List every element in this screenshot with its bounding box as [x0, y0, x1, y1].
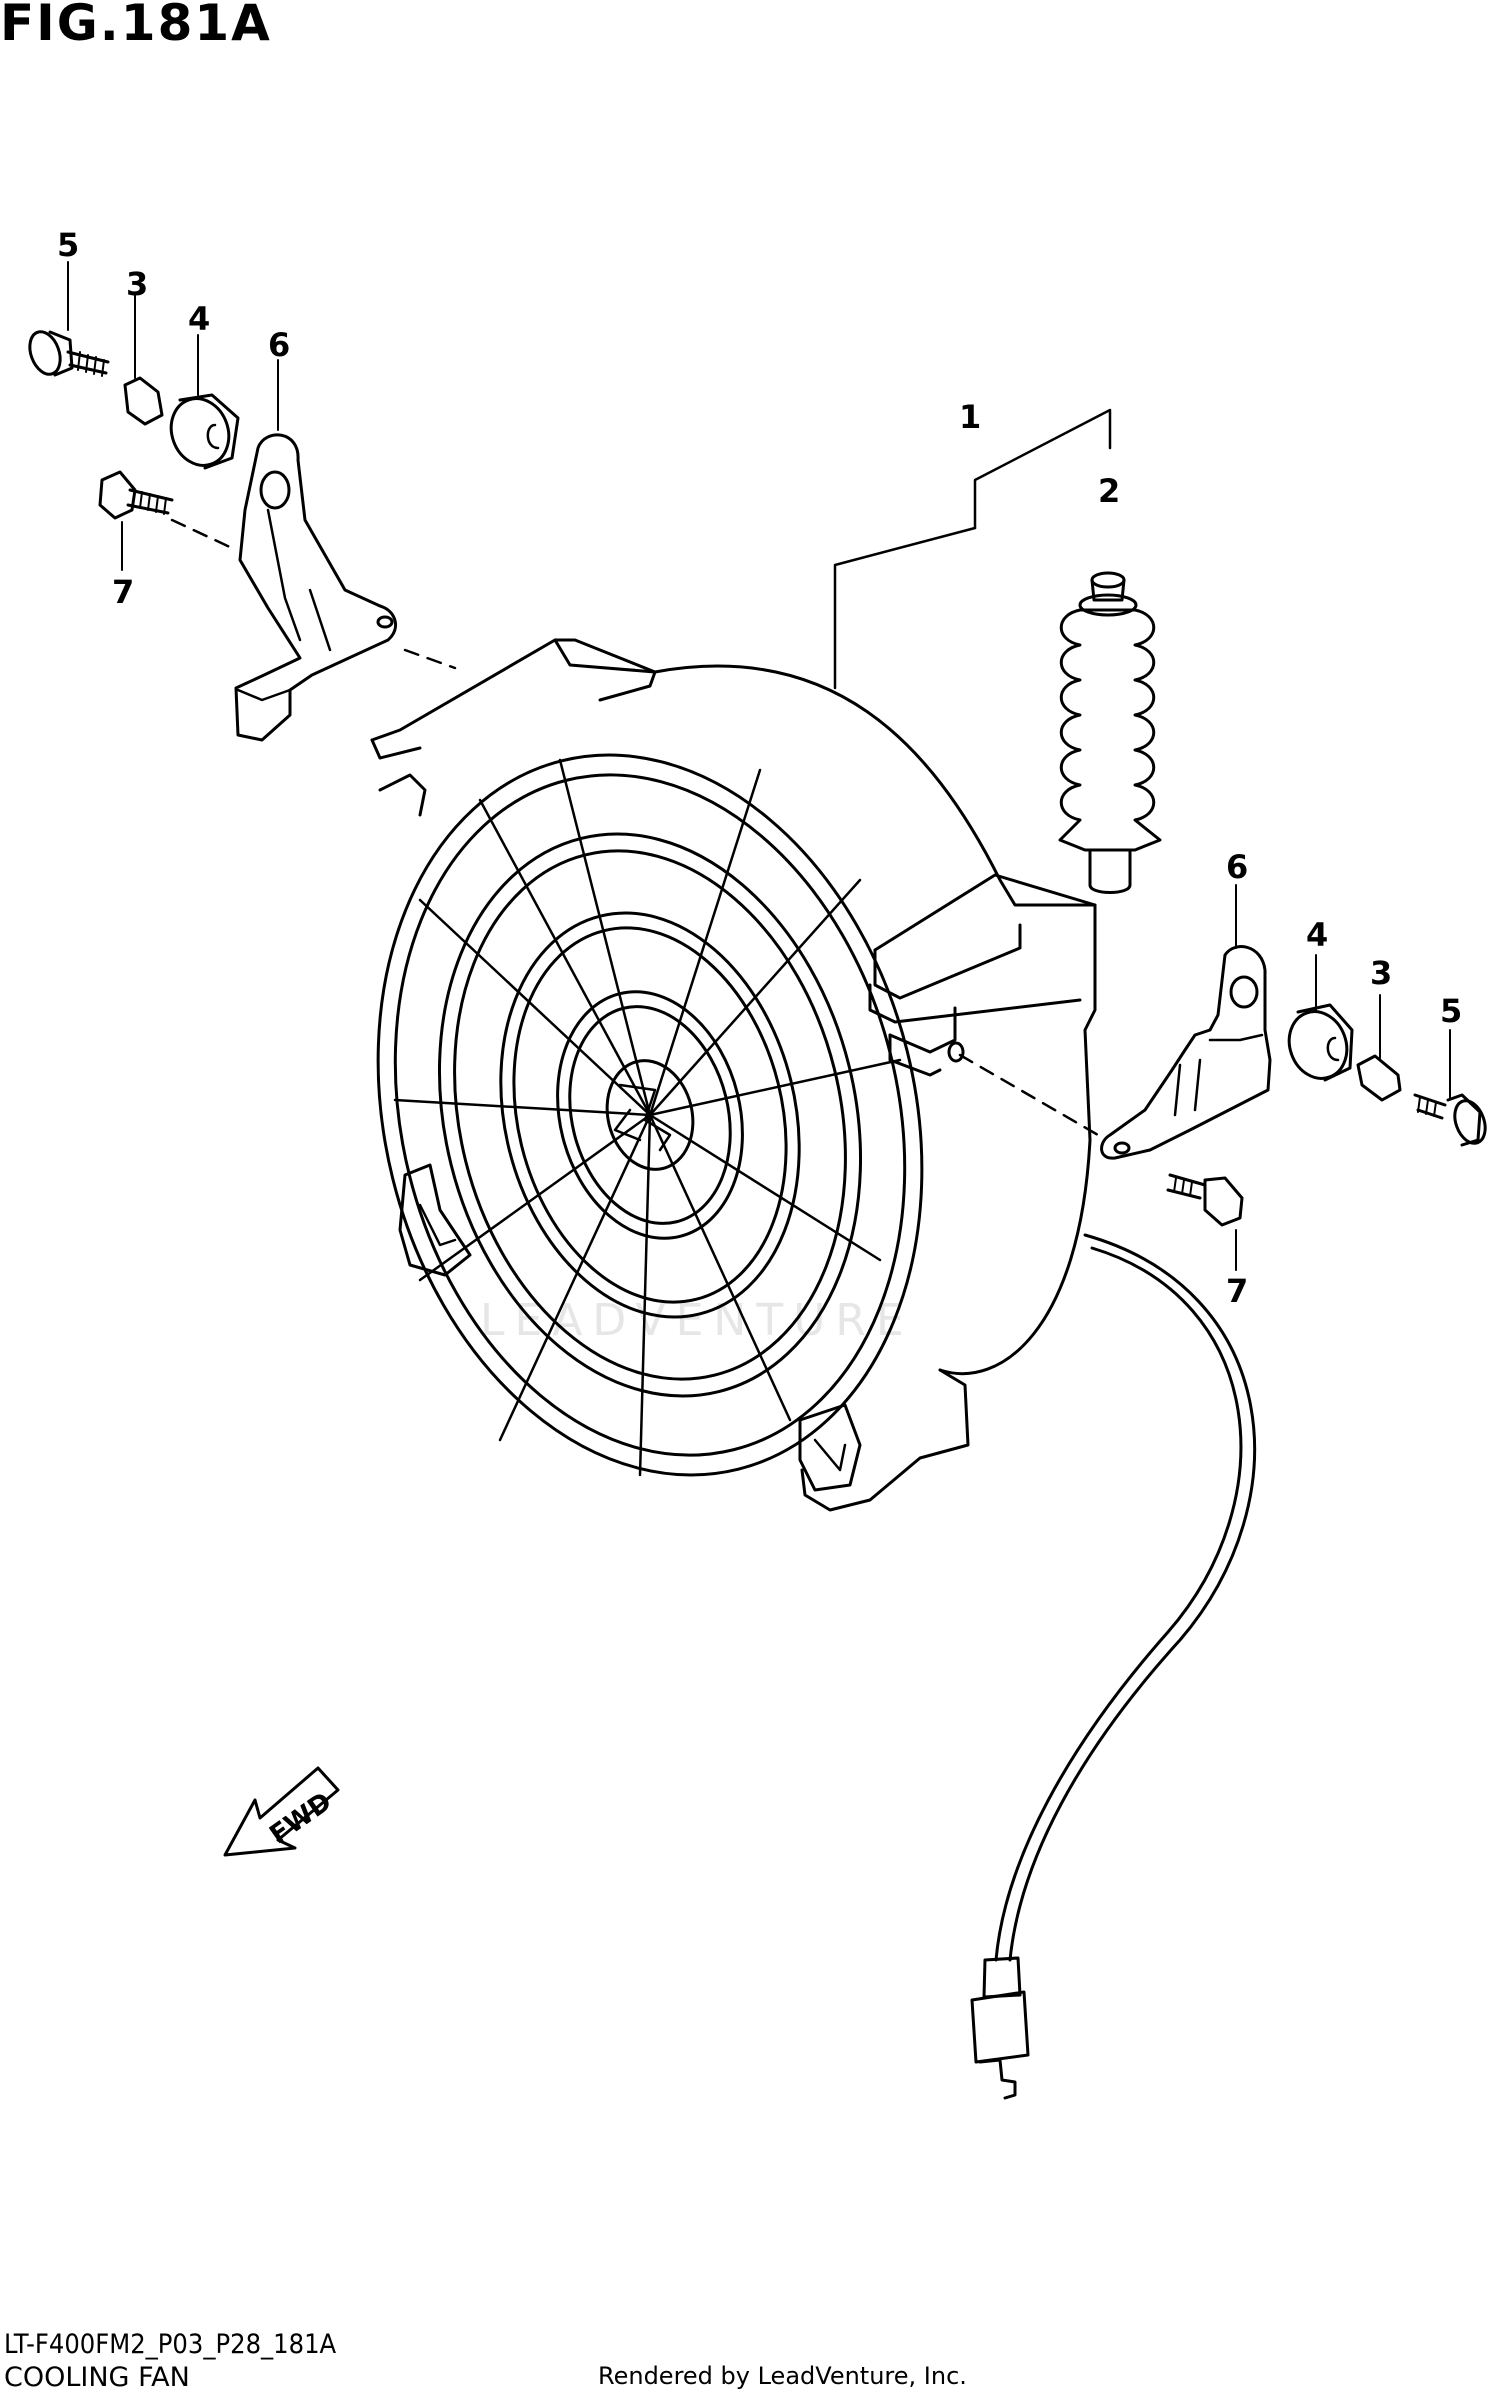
- collar-3-right: [1356, 1054, 1402, 1102]
- callout-4-right: 4: [1306, 916, 1328, 954]
- callout-7-left: 7: [112, 573, 134, 611]
- callout-1: 1: [959, 398, 981, 436]
- callout-3-left: 3: [126, 265, 148, 303]
- bolt-7-left: [98, 470, 174, 520]
- callout-2: 2: [1098, 472, 1120, 510]
- bolt-5-left: [28, 330, 110, 377]
- section-name: COOLING FAN: [4, 2362, 190, 2393]
- callout-5-left: 5: [57, 226, 79, 264]
- bracket-6-left: [234, 433, 398, 742]
- bolt-7-right: [1166, 1173, 1244, 1227]
- cushion-4-left: [169, 393, 240, 470]
- collar-3-left: [123, 376, 164, 426]
- wiring-harness-grommet: [1058, 571, 1162, 894]
- left-mounting-hardware: [28, 261, 457, 742]
- callout-5-right: 5: [1440, 992, 1462, 1030]
- bolt-5-right: [1413, 1093, 1487, 1147]
- cushion-4-right: [1287, 1003, 1354, 1082]
- fwd-label: FWD: [264, 1787, 337, 1851]
- forward-direction-arrow-icon: FWD: [223, 1766, 340, 1857]
- callout-3-right: 3: [1370, 954, 1392, 992]
- callout-7-right: 7: [1226, 1272, 1248, 1310]
- callout-6-right: 6: [1226, 848, 1248, 886]
- callout-4-left: 4: [188, 300, 210, 338]
- right-mounting-hardware: [958, 884, 1487, 1271]
- diagram-code: LT-F400FM2_P03_P28_181A: [4, 2329, 337, 2360]
- watermark-text: LEADVENTURE: [480, 1295, 914, 1346]
- render-credit: Rendered by LeadVenture, Inc.: [598, 2362, 967, 2390]
- callout-6-left: 6: [268, 326, 290, 364]
- cooling-fan-assembly: [370, 408, 1112, 1512]
- fan-wire-and-connector: [970, 1233, 1257, 2100]
- figure-title: FIG.181A: [0, 0, 272, 52]
- bracket-6-right: [1100, 945, 1272, 1160]
